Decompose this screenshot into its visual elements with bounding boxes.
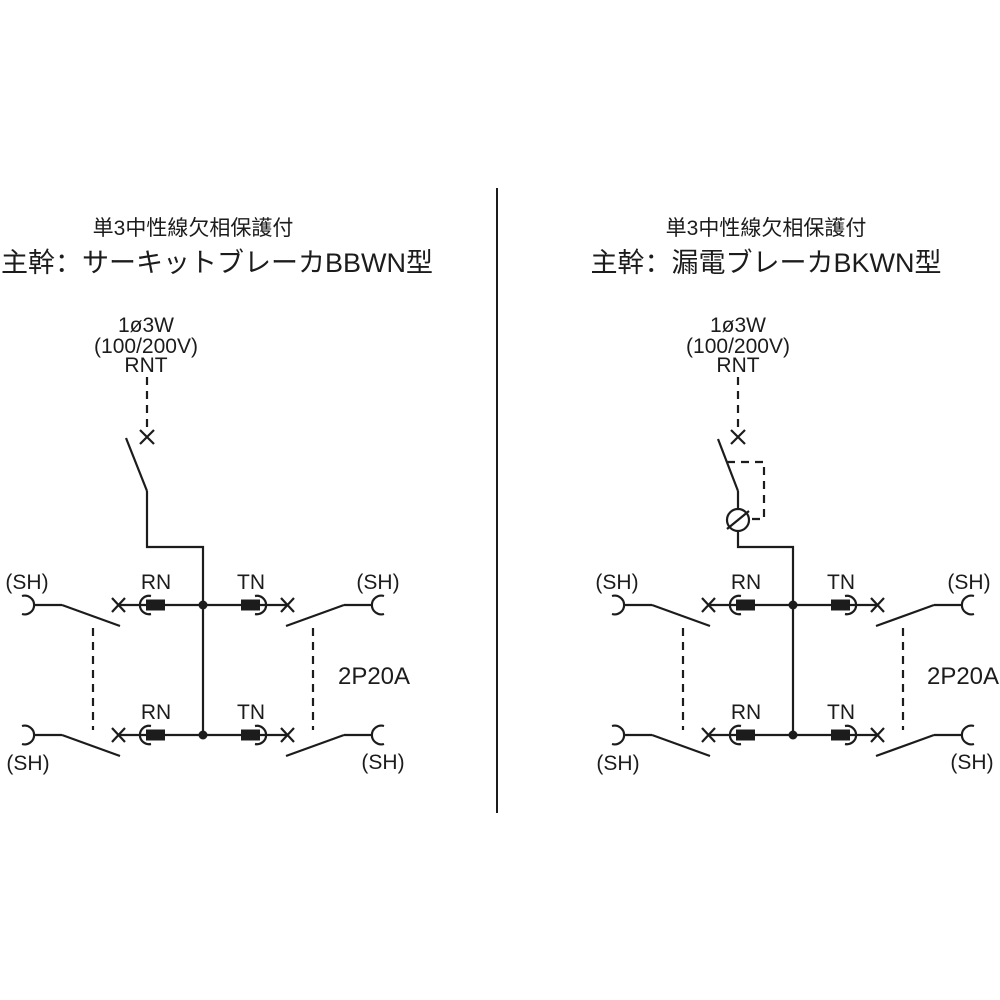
source-system-label: 1ø3W <box>710 314 766 337</box>
main-bus-line <box>736 531 795 735</box>
socket-label: (SH) <box>950 751 993 774</box>
rn-label: RN <box>141 701 171 724</box>
tn-label: TN <box>237 701 265 724</box>
right-panel: 単3中性線欠相保護付 主幹：漏電ブレーカBKWN型 1ø3W (100/200V… <box>591 217 1000 775</box>
source-phase-label: RNT <box>716 354 759 377</box>
source-voltage-label: (100/200V) <box>686 335 790 358</box>
panel-subtitle: 単3中性線欠相保護付 <box>666 217 867 240</box>
socket-label: (SH) <box>595 571 638 594</box>
leakage-detector-slash <box>726 510 750 530</box>
socket-label: (SH) <box>361 751 404 774</box>
socket-label: (SH) <box>6 752 49 775</box>
panel-title: 主幹：サーキットブレーカBBWN型 <box>1 248 433 278</box>
rn-label: RN <box>731 701 761 724</box>
rn-label: RN <box>141 571 171 594</box>
main-breaker-blade <box>716 438 740 492</box>
rn-label: RN <box>731 571 761 594</box>
tn-label: TN <box>827 701 855 724</box>
socket-label: (SH) <box>947 571 990 594</box>
panel-title: 主幹：漏電ブレーカBKWN型 <box>591 248 942 278</box>
main-breaker-blade <box>124 437 149 492</box>
panel-subtitle: 単3中性線欠相保護付 <box>93 217 294 240</box>
socket-label: (SH) <box>356 571 399 594</box>
left-panel: 単3中性線欠相保護付 主幹：サーキットブレーカBBWN型 1ø3W (100/2… <box>1 217 433 775</box>
branch-rating-label: 2P20A <box>338 663 410 690</box>
main-contact-cross-icon <box>730 429 746 445</box>
socket-label: (SH) <box>5 571 48 594</box>
main-contact-cross-icon <box>139 429 155 445</box>
branch-rating-label: 2P20A <box>927 663 999 690</box>
source-phase-label: RNT <box>124 354 167 377</box>
source-system-label: 1ø3W <box>118 314 174 337</box>
tn-label: TN <box>237 571 265 594</box>
tn-label: TN <box>827 571 855 594</box>
main-bus-line <box>145 491 205 735</box>
trip-linkage-dashed <box>727 460 766 521</box>
socket-label: (SH) <box>596 752 639 775</box>
source-voltage-label: (100/200V) <box>94 335 198 358</box>
